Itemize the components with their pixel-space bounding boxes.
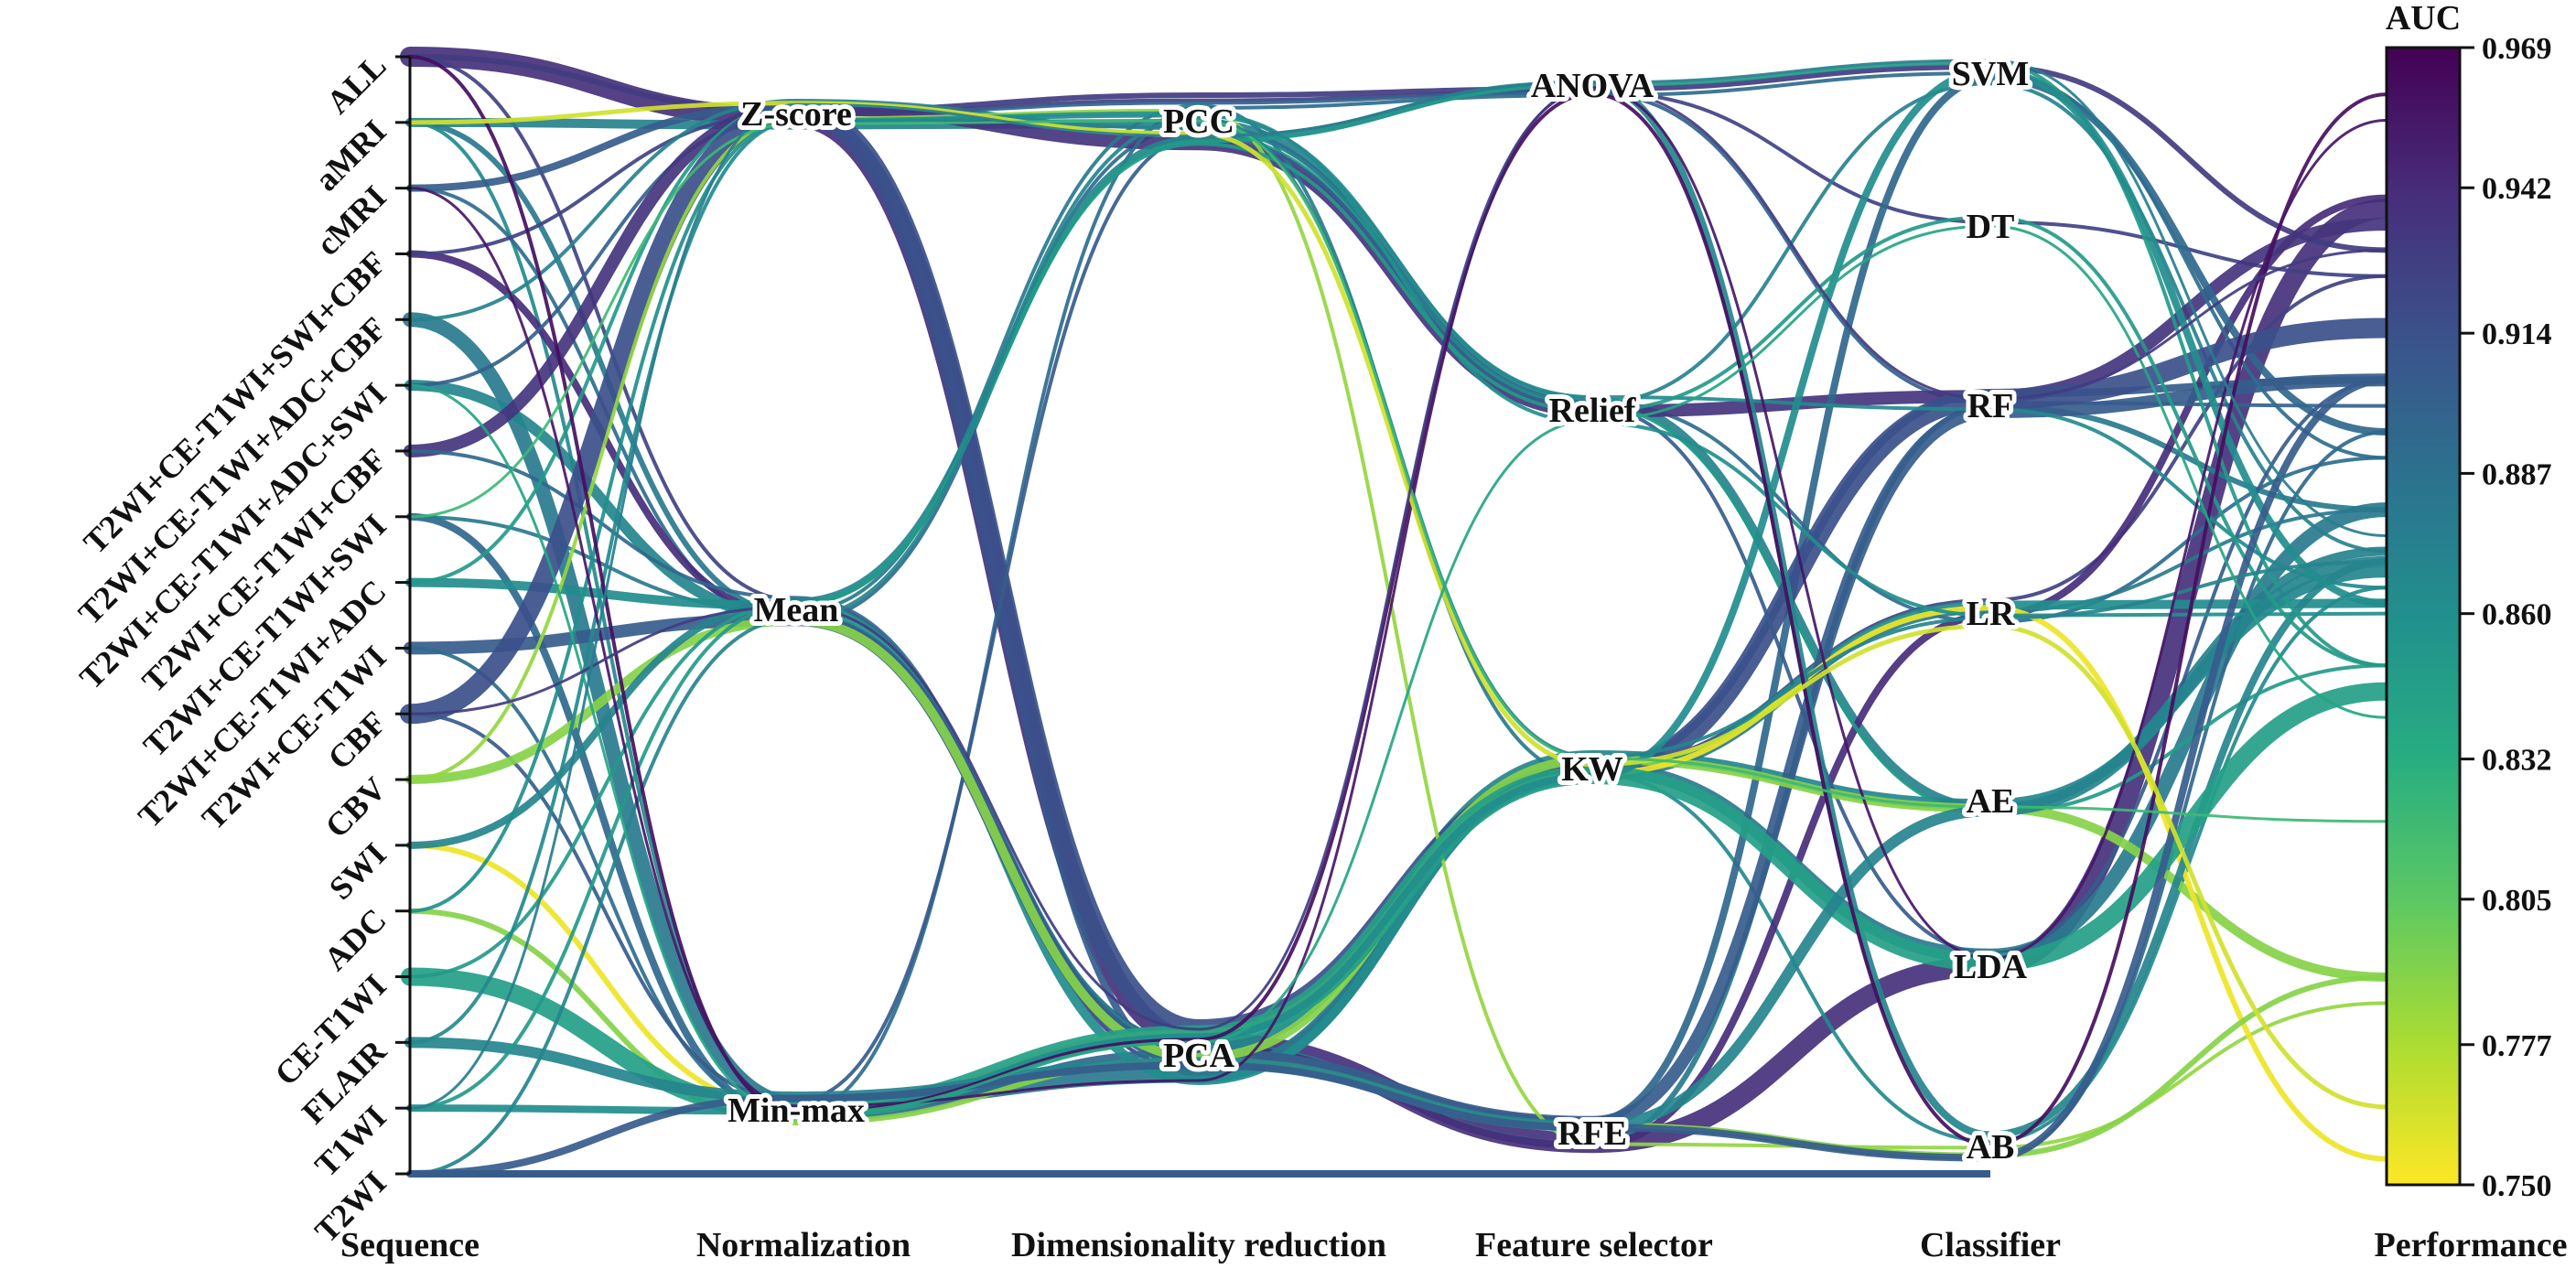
flow-link-t2wi-ce-t1wi-20 bbox=[404, 373, 2393, 1129]
sequence-label-swi: SWI bbox=[322, 835, 393, 907]
node-label-rf: RF bbox=[1967, 387, 2014, 425]
flow-link-t2wi-36 bbox=[406, 376, 2390, 1178]
auc-colorbar: AUC 0.9690.9420.9140.8870.8600.8320.8050… bbox=[2385, 0, 2552, 1203]
colorbar-tick-label-1: 0.942 bbox=[2482, 172, 2552, 206]
node-label-relief: Relief bbox=[1549, 392, 1637, 430]
node-label-lr: LR bbox=[1967, 595, 2015, 633]
flow-link-t2wi-ce-t1wi-21 bbox=[408, 70, 2388, 1116]
node-label-kw: KW bbox=[1561, 750, 1623, 789]
flow-link-t1wi-44 bbox=[408, 59, 2388, 1110]
colorbar-tick-label-3: 0.887 bbox=[2482, 457, 2552, 491]
node-label-lda: LDA bbox=[1954, 948, 2028, 986]
colorbar-gradient bbox=[2385, 46, 2462, 1187]
colorbar-title: AUC bbox=[2386, 0, 2461, 38]
flow-link-t2wi-ce-t1wi-swi-cbf-9 bbox=[408, 89, 2388, 278]
colorbar-tick-label-8: 0.750 bbox=[2482, 1169, 2552, 1203]
colorbar-tick-label-5: 0.832 bbox=[2482, 744, 2552, 778]
flow-link-t2wi-ce-t1wi-swi-cbf-8 bbox=[406, 194, 2390, 1150]
colorbar-ticks: 0.969 0.942 0.914 0.887 0.860 0.832 0.805 0.777… bbox=[2460, 32, 2552, 1203]
node-label-ae: AE bbox=[1967, 782, 2015, 821]
flow-link-t2wi-ce-t1wi-adc-cbf-10 bbox=[403, 312, 2394, 1112]
axis-title-dimensionality-reduction: Dimensionality reduction bbox=[1011, 1226, 1386, 1264]
sequence-label-cbv: CBV bbox=[318, 769, 393, 844]
flow-link-t2wi-ce-t1wi-adc-swi-42 bbox=[408, 224, 2388, 1115]
flow-link-t1wi-35 bbox=[408, 142, 2388, 1111]
axis-title-sequence: Sequence bbox=[340, 1226, 480, 1264]
node-label-mean: Mean bbox=[754, 591, 839, 629]
node-label-pca: PCA bbox=[1163, 1037, 1235, 1075]
axis-title-performance: Performance bbox=[2375, 1226, 2568, 1264]
node-label-svm: SVM bbox=[1952, 55, 2029, 93]
sequence-axis: ALLaMRIcMRIT2WI+CE-T1WI+SWI+CBFT2WI+CE-T… bbox=[71, 47, 412, 1250]
flow-link-cbv-25 bbox=[408, 108, 2388, 1150]
node-label-ab: AB bbox=[1967, 1128, 2015, 1167]
node-label-min-max: Min-max bbox=[728, 1092, 865, 1130]
flow-link-t2wi-ce-t1wi-adc-swi-12 bbox=[404, 380, 2392, 1056]
flow-link-cbv-24 bbox=[405, 616, 2391, 1062]
node-label-pcc: PCC bbox=[1163, 102, 1234, 141]
flow-link-t2wi-ce-t1wi-swi-41 bbox=[408, 119, 2388, 823]
flow-links bbox=[400, 47, 2397, 1178]
flow-link-cmri-39 bbox=[408, 86, 2388, 1108]
flow-link-cbf-43 bbox=[408, 87, 2388, 1031]
node-label-anova: ANOVA bbox=[1531, 67, 1654, 105]
axis-titles: Sequence Normalization Dimensionality redu… bbox=[340, 1226, 2568, 1264]
colorbar-tick-label-0: 0.969 bbox=[2482, 32, 2552, 66]
node-label-z-score: Z-score bbox=[740, 95, 852, 134]
axis-title-normalization: Normalization bbox=[696, 1226, 911, 1264]
sequence-label-adc: ADC bbox=[317, 901, 393, 977]
colorbar-tick-label-2: 0.914 bbox=[2482, 317, 2552, 351]
flow-link-adc-29 bbox=[408, 111, 2388, 913]
flow-link-flair-33 bbox=[408, 113, 2388, 1045]
sequence-label-cmri: cMRI bbox=[309, 178, 393, 263]
flow-link-t2wi-ce-t1wi-adc-18 bbox=[405, 577, 2391, 1086]
colorbar-tick-label-4: 0.860 bbox=[2482, 598, 2552, 632]
node-label-rfe: RFE bbox=[1557, 1114, 1627, 1153]
sequence-label-all: ALL bbox=[319, 47, 393, 121]
colorbar-tick-label-7: 0.777 bbox=[2482, 1029, 2552, 1063]
node-label-dt: DT bbox=[1967, 208, 2015, 246]
colorbar-tick-label-6: 0.805 bbox=[2482, 884, 2552, 918]
axis-title-feature-selector: Feature selector bbox=[1475, 1226, 1713, 1264]
sequence-label-amri: aMRI bbox=[307, 113, 393, 198]
axis-title-classifier: Classifier bbox=[1920, 1226, 2061, 1264]
